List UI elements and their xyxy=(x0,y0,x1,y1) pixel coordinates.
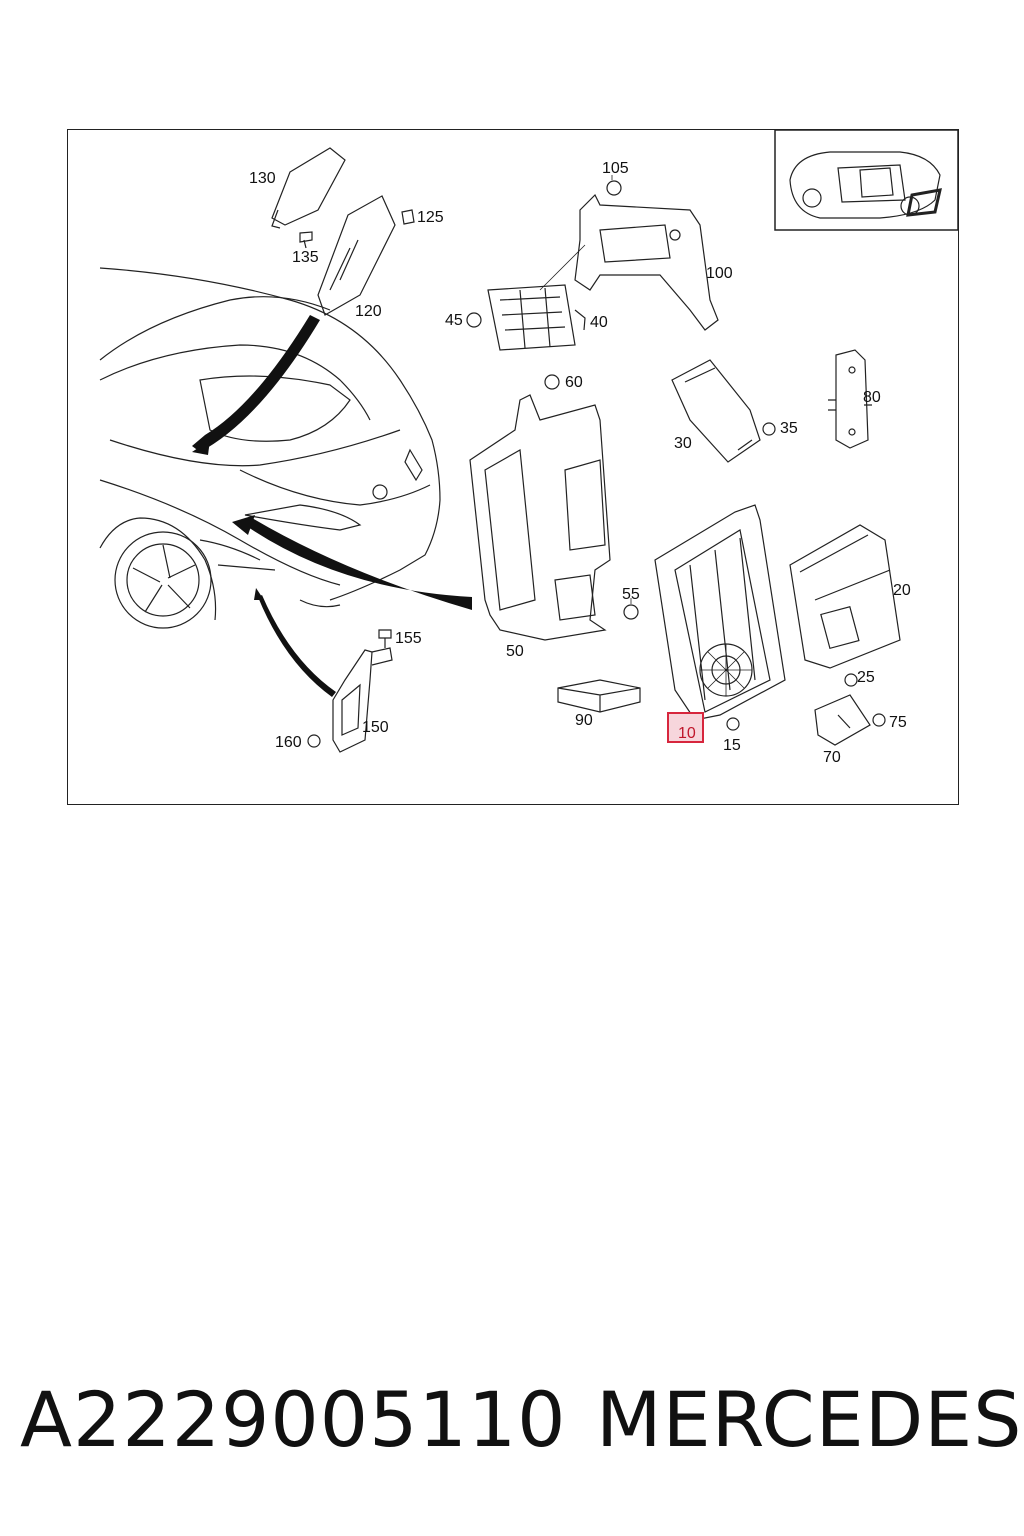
label-160: 160 xyxy=(275,734,302,751)
leader-lines xyxy=(611,175,632,604)
arrow-120-to-car xyxy=(192,315,320,452)
label-80: 80 xyxy=(863,389,881,406)
highlight-box-part-10 xyxy=(667,712,704,743)
label-20: 20 xyxy=(893,582,911,599)
part-130 xyxy=(271,147,346,229)
label-30: 30 xyxy=(674,435,692,452)
part-40 xyxy=(487,284,586,351)
part-120 xyxy=(317,195,396,316)
part-70 xyxy=(814,694,871,746)
label-75: 75 xyxy=(889,714,907,731)
part-20 xyxy=(789,524,901,669)
label-70: 70 xyxy=(823,749,841,766)
part-125 xyxy=(401,209,415,225)
location-arrows xyxy=(192,315,472,697)
part-135 xyxy=(299,231,313,249)
part-45 xyxy=(466,312,482,328)
part-90 xyxy=(557,679,641,713)
part-labels: 130 135 125 120 105 100 45 40 60 80 35 3… xyxy=(249,160,911,766)
part-100 xyxy=(574,193,719,331)
label-40: 40 xyxy=(590,314,608,331)
label-150: 150 xyxy=(362,719,389,736)
part-150 xyxy=(332,647,393,753)
part-55 xyxy=(623,604,639,620)
label-35: 35 xyxy=(780,420,798,437)
part-160 xyxy=(307,734,321,748)
brand-name: MERCEDES xyxy=(596,1375,1023,1464)
label-125: 125 xyxy=(417,209,444,226)
part-10 xyxy=(654,504,786,721)
label-25: 25 xyxy=(857,669,875,686)
arrow-150-to-car xyxy=(258,595,336,697)
label-90: 90 xyxy=(575,712,593,729)
part-number: A2229005110 xyxy=(20,1375,567,1464)
label-135: 135 xyxy=(292,249,319,266)
part-60 xyxy=(544,374,560,390)
label-60: 60 xyxy=(565,374,583,391)
part-25 xyxy=(844,673,858,687)
label-120: 120 xyxy=(355,303,382,320)
label-130: 130 xyxy=(249,170,276,187)
label-15: 15 xyxy=(723,737,741,754)
label-55: 55 xyxy=(622,586,640,603)
label-10: 10 xyxy=(678,725,696,742)
part-75 xyxy=(872,713,886,727)
label-105: 105 xyxy=(602,160,629,177)
label-50: 50 xyxy=(506,643,524,660)
part-35 xyxy=(762,422,776,436)
label-100: 100 xyxy=(706,265,733,282)
label-45: 45 xyxy=(445,312,463,329)
vehicle-thumbnail xyxy=(774,129,959,231)
footer: A2229005110 MERCEDES xyxy=(0,1370,1024,1470)
part-155 xyxy=(378,629,392,648)
part-105 xyxy=(606,180,622,196)
label-155: 155 xyxy=(395,630,422,647)
car-rear-illustration xyxy=(99,267,441,629)
part-15 xyxy=(726,717,740,731)
arrow-50-to-car xyxy=(245,518,472,610)
part-50 xyxy=(469,394,611,641)
part-30 xyxy=(671,359,761,463)
part-80 xyxy=(828,349,872,449)
diagram-frame xyxy=(67,129,959,805)
